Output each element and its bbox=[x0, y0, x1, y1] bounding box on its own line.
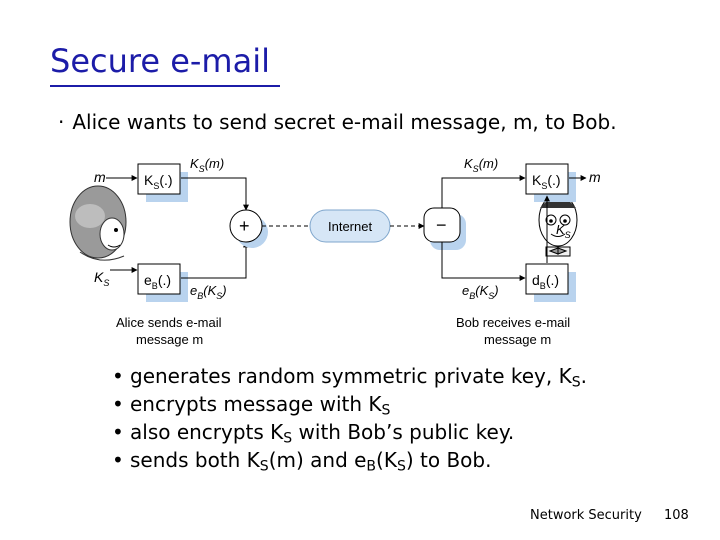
ks-input-label: KS bbox=[94, 269, 109, 288]
alice-figure bbox=[69, 185, 127, 261]
title-underline bbox=[50, 85, 280, 87]
bullet-item: encrypts message with KS bbox=[112, 390, 587, 418]
dec-ks-box bbox=[525, 163, 569, 195]
minus-sign: − bbox=[436, 215, 447, 235]
m-input-label: m bbox=[94, 169, 106, 185]
m-output-label: m bbox=[589, 169, 600, 185]
footer-label: Network Security bbox=[530, 508, 642, 523]
dec-db-box-label: dB(.) bbox=[532, 272, 559, 291]
intro-text: Alice wants to send secret e-mail messag… bbox=[72, 110, 617, 134]
dec-top-line bbox=[441, 175, 526, 208]
bullet-item: also encrypts KS with Bob’s public key. bbox=[112, 418, 587, 446]
bullet-item: sends both KS(m) and eB(KS) to Bob. bbox=[112, 446, 587, 474]
enc-ks-box-label: KS(.) bbox=[144, 172, 173, 191]
ks-m-label-left: KS(m) bbox=[190, 156, 224, 174]
bullet-item: generates random symmetric private key, … bbox=[112, 362, 587, 390]
dec-ks-box-label: KS(.) bbox=[532, 172, 561, 191]
bob-figure bbox=[538, 193, 578, 257]
enc-eb-box bbox=[137, 263, 181, 295]
bullet-list: generates random symmetric private key, … bbox=[112, 362, 587, 474]
eb-ks-label-left: eB(KS) bbox=[190, 283, 227, 301]
bullet-dot-icon: · bbox=[58, 110, 65, 134]
dec-bottom-line bbox=[441, 242, 526, 281]
bob-caption-line2: message m bbox=[484, 332, 551, 347]
bob-caption-line1: Bob receives e-mail bbox=[456, 315, 570, 330]
alice-caption-line2: message m bbox=[136, 332, 203, 347]
enc-bottom-line bbox=[181, 241, 249, 279]
eb-ks-label-right: eB(KS) bbox=[462, 283, 499, 301]
enc-top-line bbox=[181, 177, 249, 211]
plus-sign: + bbox=[239, 216, 250, 236]
page-number: 108 bbox=[664, 508, 689, 523]
ks-mid-label: KS bbox=[556, 222, 571, 240]
secure-email-diagram: KS(.) eB(.) m KS KS(m) eB(KS) + Internet… bbox=[69, 156, 600, 347]
slide-title: Secure e-mail bbox=[50, 42, 270, 80]
alice-caption-line1: Alice sends e-mail bbox=[116, 315, 222, 330]
enc-ks-box bbox=[137, 163, 181, 195]
dec-db-box bbox=[525, 263, 569, 295]
internet-label: Internet bbox=[328, 219, 372, 234]
intro-line: · Alice wants to send secret e-mail messa… bbox=[58, 110, 617, 134]
enc-eb-box-label: eB(.) bbox=[144, 272, 171, 291]
ks-m-label-right: KS(m) bbox=[464, 156, 498, 174]
